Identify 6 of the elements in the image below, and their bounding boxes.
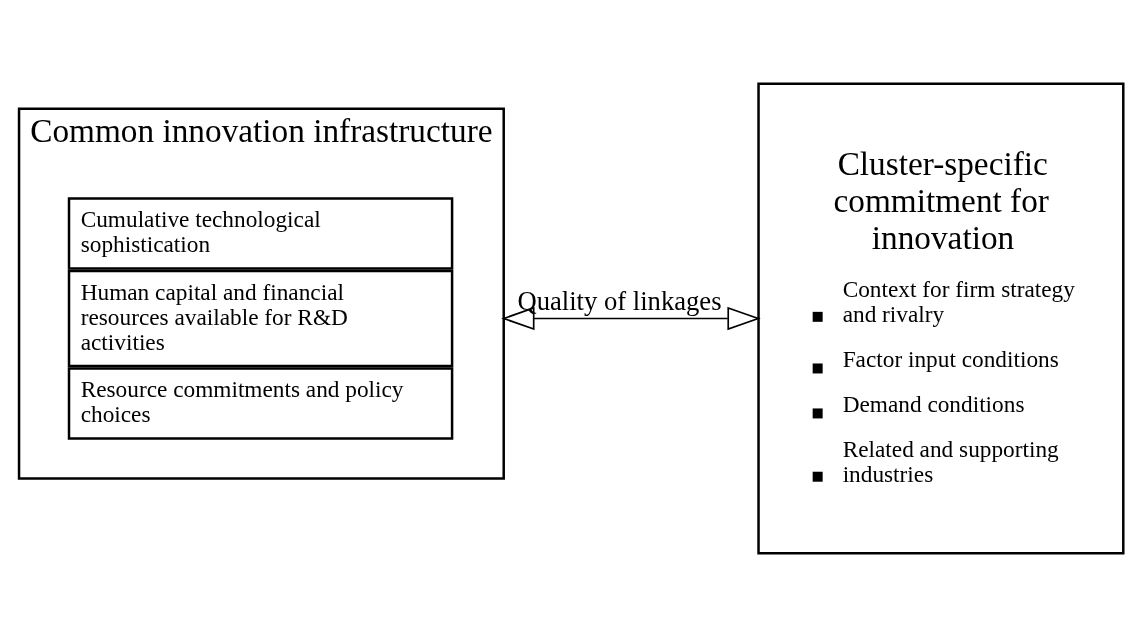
node-box: Human capital and financial resources available for R&D activities <box>67 269 454 368</box>
edge-label: Quality of linkages <box>517 285 722 316</box>
arrow <box>501 306 761 331</box>
node-box: Cumulative technological sophistication <box>67 197 454 270</box>
node-box: Resource commitments and policy choices <box>67 367 454 440</box>
node-box: Cluster-specific commitment for innovation Context for firm strategy and rivalry Factor input conditions Demand conditions Related and supporting industries <box>757 82 1125 555</box>
